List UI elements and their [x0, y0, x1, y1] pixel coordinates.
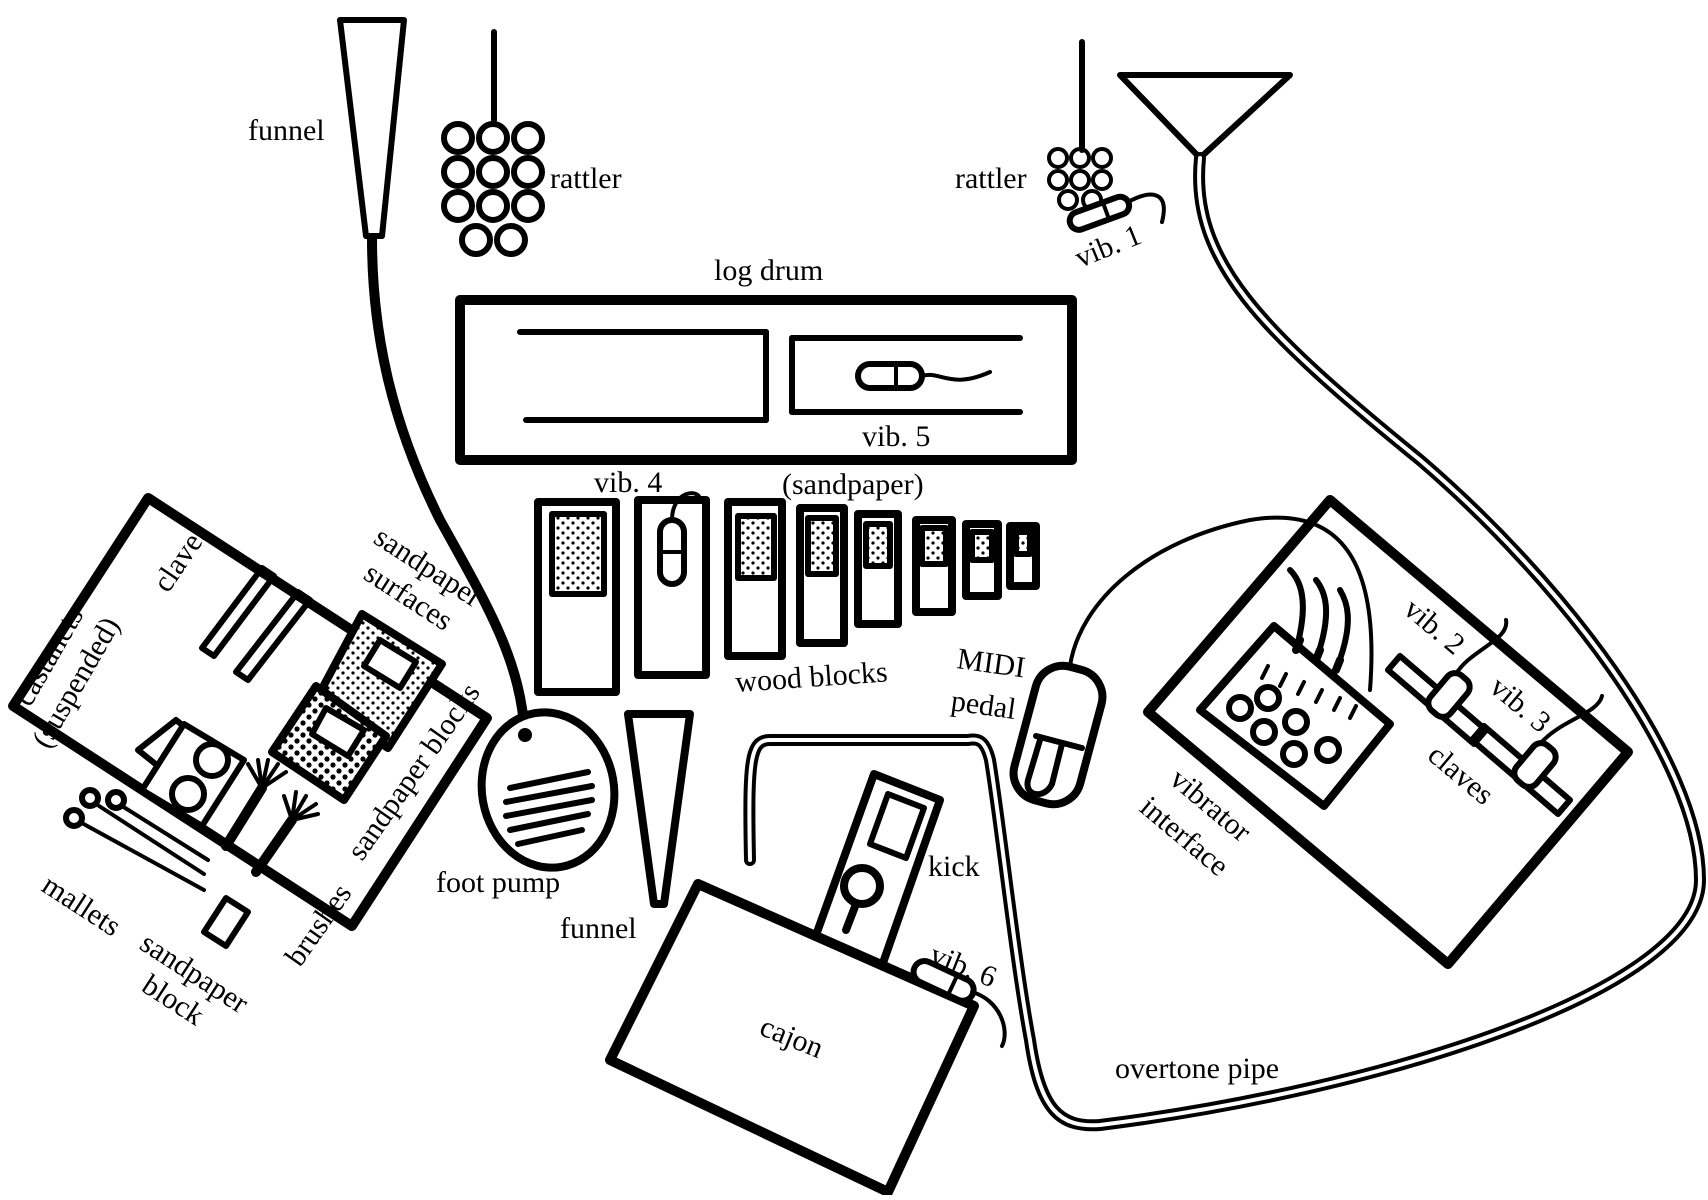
label-funnel-top: funnel: [248, 114, 325, 147]
claves-left: [199, 565, 313, 683]
foot-pump: [477, 708, 619, 872]
cajon: [605, 879, 1007, 1197]
label-claves-right: claves: [1422, 738, 1501, 811]
overtone-pipe: [743, 72, 1706, 1132]
brushes: [221, 758, 320, 877]
wood-blocks: [534, 491, 1040, 696]
label-rattler-left: rattler: [550, 162, 622, 195]
sandpaper-surfaces: [268, 610, 446, 804]
label-kick: kick: [928, 850, 980, 883]
castanets: [135, 717, 247, 829]
label-log-drum: log drum: [714, 254, 823, 287]
label-vib4: vib. 4: [594, 466, 662, 499]
label-funnel-bottom: funnel: [560, 912, 637, 945]
label-vib2: vib. 2: [1398, 592, 1472, 661]
sandpaper-block-small: [201, 895, 251, 949]
label-overtone-pipe: overtone pipe: [1115, 1052, 1279, 1085]
label-rattler-right: rattler: [955, 162, 1027, 195]
mallets: [63, 787, 210, 892]
label-claves-left: claves: [146, 517, 215, 598]
log-drum: [455, 295, 1077, 465]
funnel-top: [337, 17, 530, 740]
rattler-left: [441, 29, 545, 257]
label-midi-2: pedal: [949, 684, 1018, 726]
rattler-right: [1047, 39, 1166, 233]
label-wood-blocks: wood blocks: [734, 655, 888, 699]
label-foot-pump: foot pump: [436, 866, 560, 899]
midi-pedal: [1009, 515, 1374, 809]
label-mallets: mallets: [36, 868, 127, 943]
funnel-bottom: [624, 710, 694, 908]
label-sandpaper: (sandpaper): [782, 468, 924, 501]
label-midi-1: MIDI: [955, 642, 1027, 684]
vibrator-table: [1143, 495, 1633, 969]
label-vib5: vib. 5: [862, 420, 930, 453]
